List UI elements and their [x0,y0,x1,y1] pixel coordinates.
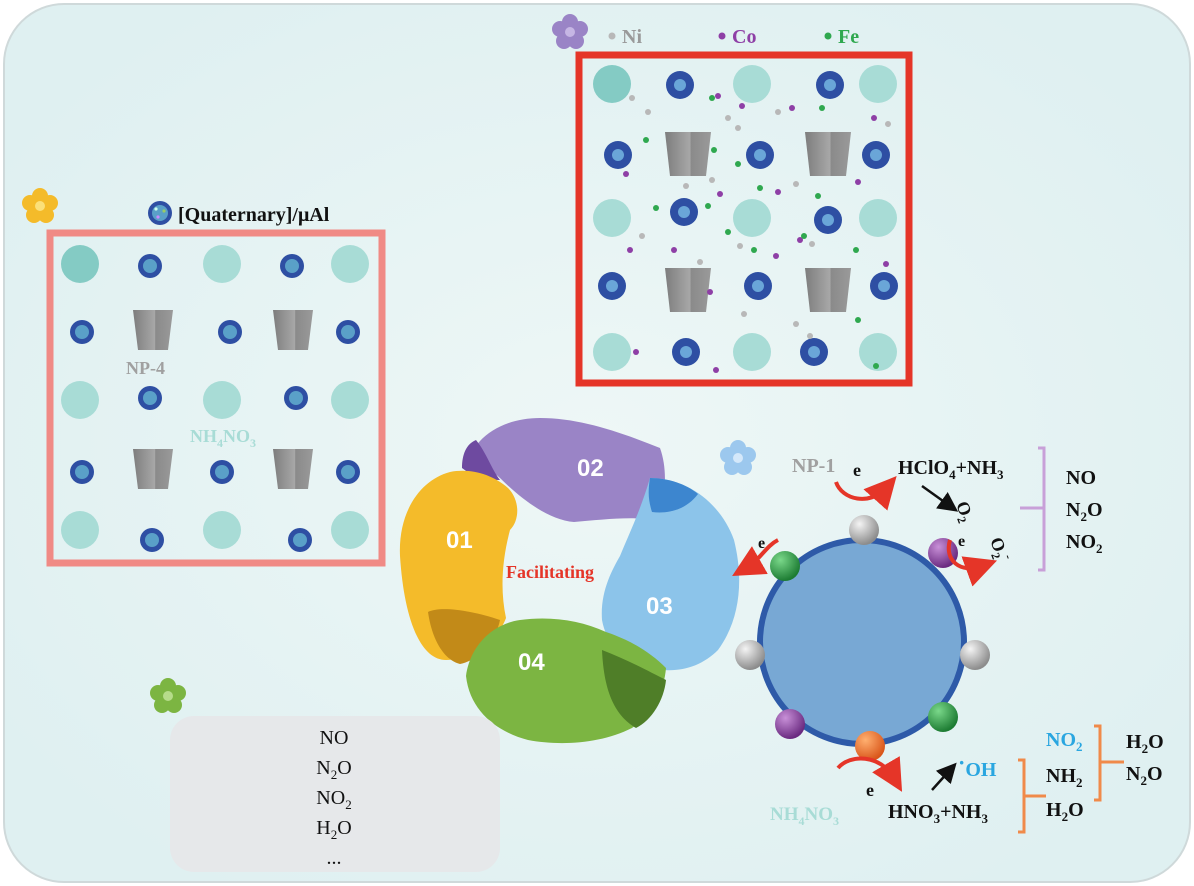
cycle-segment-04 [466,618,666,744]
top-electron-arrow-1 [834,476,897,511]
top-o2-vertical: O2 [949,499,977,526]
top-o2-radical: O2- [983,534,1016,565]
top-products-bracket [1020,446,1046,572]
top-product-3: NO2 [1066,531,1103,556]
top-electron-arrow-2 [732,538,780,576]
cycle-center-label: Facilitating [506,562,594,582]
bottom-mid-product-3: H2O [1046,799,1084,824]
top-reagent-arrow [921,484,959,512]
left-lattice-frame [46,229,386,567]
gas-item-4: H2O [316,817,351,842]
quaternary-legend-icon [148,201,172,225]
right-lattice-teal-spheres [593,65,897,371]
left-lattice-cups [133,310,313,489]
top-electron-label-2: e [758,535,765,552]
top-electron-label-3: e [958,533,965,550]
gas-item-5: ... [327,847,342,869]
cycle-label-01: 01 [446,527,473,554]
bottom-final-product-1: H2O [1126,731,1164,756]
cycle-graphic [399,418,740,744]
top-product-1: NO [1066,467,1096,489]
right-lattice-dopant-dots [623,93,891,373]
bottom-mid-product-1: NO2 [1046,729,1083,754]
fe-legend-dot [824,32,832,40]
bottom-nh4no3-label: NH4NO3 [770,804,839,828]
top-electron-label-1: e [853,460,861,480]
gas-item-2: N2O [316,757,351,782]
bottom-reagent: HNO3+NH3 [888,801,988,826]
cycle-segment-02 [466,418,665,522]
flower-icon-green [150,678,186,713]
bottom-final-bracket [1094,724,1124,802]
bottom-electron-arrow [836,756,903,792]
gas-item-3: NO2 [316,787,351,812]
gas-item-1: NO [320,727,349,749]
bottom-reagent-arrow [931,762,957,791]
right-lattice-frame [575,51,913,387]
cycle-segment-03 [601,478,740,671]
bottom-mid-bracket [1018,758,1046,834]
bottom-electron-label: e [866,780,874,800]
top-product-2: N2O [1066,499,1103,524]
ni-legend-label: Ni [622,26,642,48]
right-lattice-blue-particles [598,71,898,366]
left-lattice-teal-spheres [61,245,369,549]
flower-icon-blue [720,440,756,475]
cycle-label-04: 04 [518,649,545,676]
gas-products-box [170,716,500,872]
top-reagent: HClO4+NH3 [898,457,1004,482]
bottom-final-product-2: N2O [1126,763,1163,788]
bottom-oh-radical: ·OH [958,750,997,781]
fe-legend-label: Fe [838,26,859,48]
left-lattice-quaternary-particles [70,254,360,552]
cycle-label-02: 02 [577,455,604,482]
flower-icon-yellow [22,188,58,223]
bottom-mid-product-2: NH2 [1046,765,1083,790]
co-legend-label: Co [732,26,756,48]
top-np-label: NP-1 [792,455,835,477]
left-np-label: NP-4 [126,358,165,378]
left-nh4no3-label: NH4NO3 [190,426,256,450]
co-legend-dot [718,32,726,40]
cycle-label-03: 03 [646,593,673,620]
top-electron-arrow-3 [946,539,998,587]
quaternary-legend-label: [Quaternary]/μAl [178,204,330,226]
ni-legend-dot [608,32,616,40]
flower-icon-purple [552,14,588,49]
right-lattice-cups [665,132,851,312]
